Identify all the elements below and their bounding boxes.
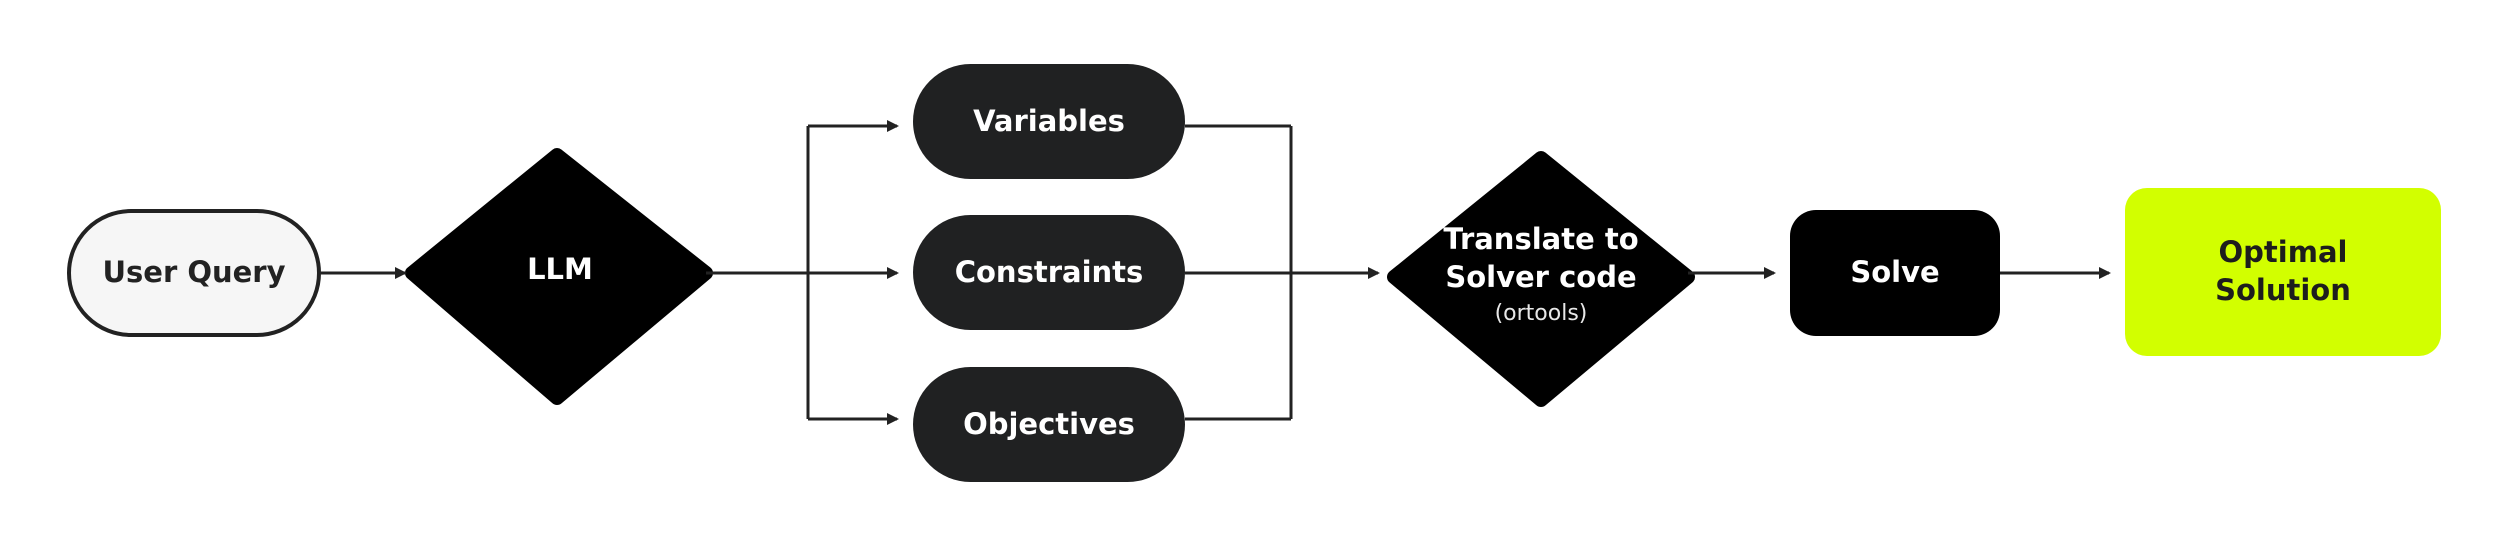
optimal-label-line2: Solution [2215,273,2351,307]
llm-node: LLM [410,200,710,340]
translate-label-line1: Translate to [1443,222,1639,257]
objectives-label: Objectives [963,406,1135,441]
variables-label: Variables [973,103,1125,138]
solve-label: Solve [1850,255,1940,290]
translate-node: Translate to Solver code (ortools) [1386,200,1696,350]
optimal-solution-node: Optimal Solution [2125,188,2441,356]
llm-diamond [405,148,713,405]
llm-label: LLM [527,252,593,287]
translate-diamond [1387,151,1695,407]
user-query-label: User Query [102,255,286,290]
translate-label-line2: Solver code [1445,259,1637,294]
constraints-node: Constraints [913,215,1185,330]
translate-sublabel: (ortools) [1494,301,1588,327]
user-query-node: User Query [67,209,321,337]
optimal-label-line1: Optimal [2218,235,2348,270]
variables-node: Variables [913,64,1185,179]
solve-node: Solve [1790,210,2000,336]
objectives-node: Objectives [913,367,1185,482]
constraints-label: Constraints [954,254,1144,289]
